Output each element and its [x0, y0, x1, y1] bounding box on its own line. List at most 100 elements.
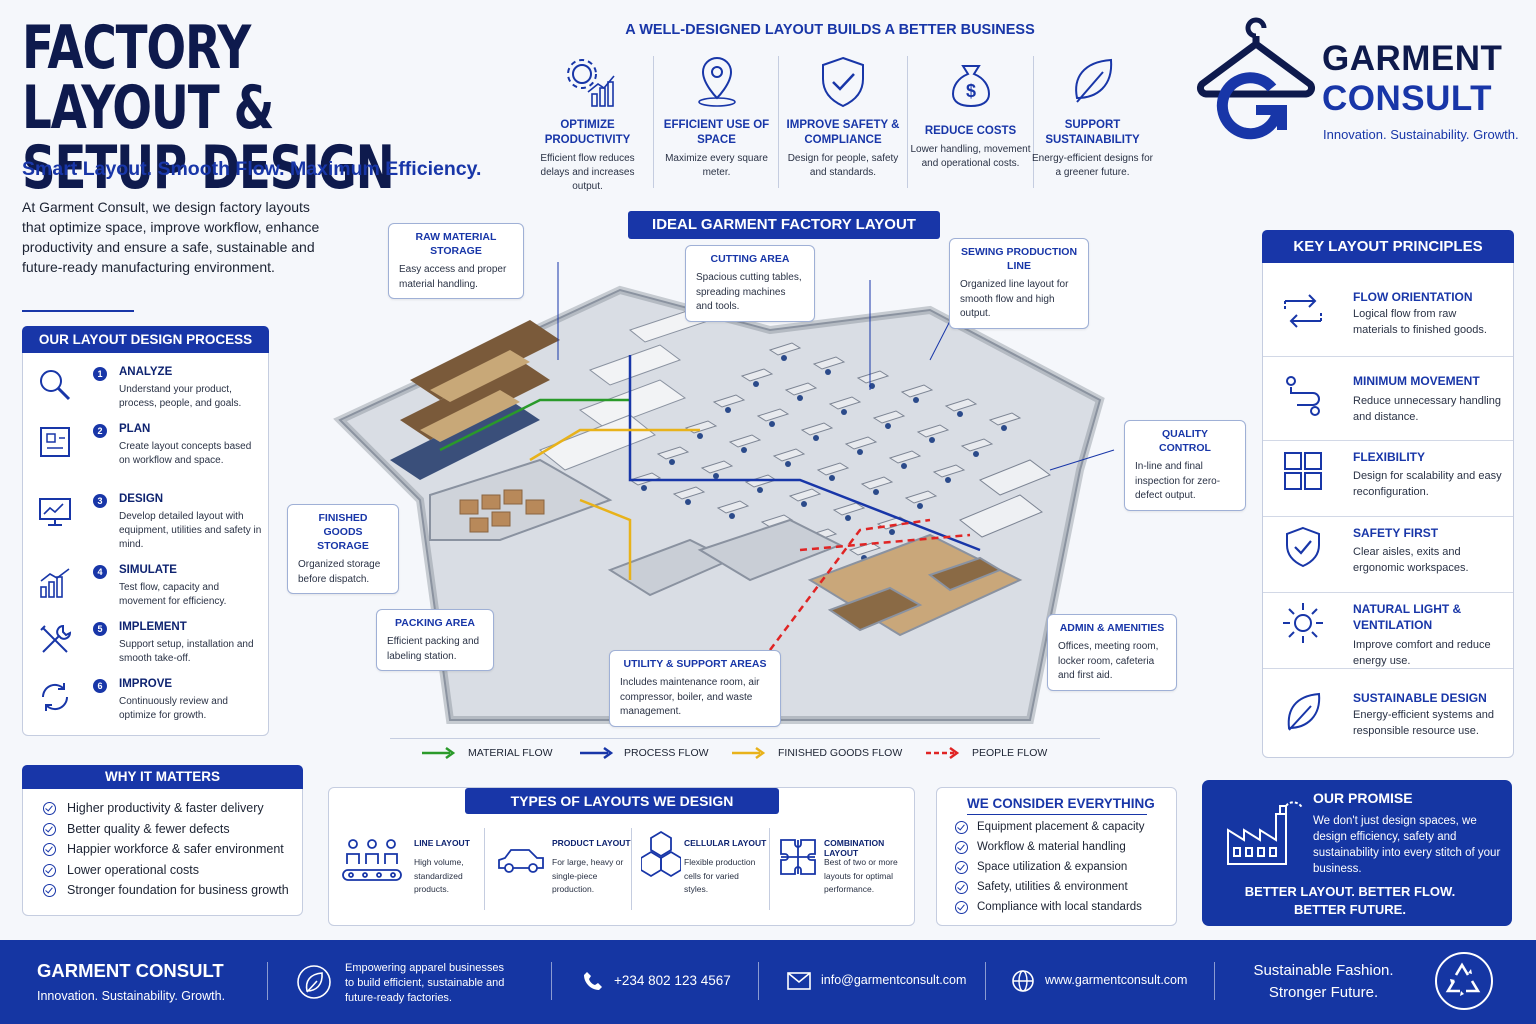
principle-title: NATURAL LIGHT & VENTILATION: [1353, 602, 1462, 632]
email-icon: [787, 972, 811, 990]
type-desc: Best of two or more layouts for optimal …: [824, 857, 898, 894]
sewing-operator: [825, 369, 831, 375]
sewing-operator: [781, 355, 787, 361]
callout-raw-material: RAW MATERIAL STORAGE Easy access and pro…: [388, 223, 524, 299]
sewing-operator: [785, 461, 791, 467]
step-title: SIMULATE: [119, 564, 177, 576]
leaf-icon: [1287, 692, 1321, 731]
type-title: PRODUCT LAYOUT: [552, 838, 631, 848]
why-item: Happier workforce & safer environment: [43, 842, 284, 856]
sewing-station: [716, 500, 750, 514]
principle-title: FLOW ORIENTATION: [1353, 290, 1473, 304]
callout-cutting: CUTTING AREA Spacious cutting tables, sp…: [685, 245, 815, 322]
sewing-operator: [845, 515, 851, 521]
sewing-operator: [973, 451, 979, 457]
brand-name-line2: CONSULT: [1322, 79, 1493, 118]
type-desc: Flexible production cells for varied sty…: [684, 857, 756, 894]
why-item: Stronger foundation for business growth: [43, 883, 289, 897]
step-desc: Continuously review and optimize for gro…: [119, 696, 228, 721]
material-flow-arrow-icon: [422, 746, 456, 760]
sewing-operator: [813, 435, 819, 441]
legend-label: PEOPLE FLOW: [972, 747, 1048, 759]
sewing-operator: [713, 473, 719, 479]
shield-check-icon: [1286, 526, 1320, 568]
principles-card: KEY LAYOUT PRINCIPLES FLOW ORIENTATION L…: [1262, 230, 1514, 758]
sewing-station: [904, 490, 938, 504]
sewing-station: [900, 384, 934, 398]
sewing-operator: [741, 447, 747, 453]
people-flow-arrow-icon: [926, 746, 960, 760]
footer-website[interactable]: www.garmentconsult.com: [1045, 973, 1188, 987]
type-desc: High volume, standardized products.: [414, 857, 464, 894]
footer-divider: [985, 962, 986, 1000]
sewing-station: [784, 382, 818, 396]
sewing-operator: [857, 449, 863, 455]
type-cellular-layout: CELLULAR LAYOUT Flexible production cell…: [641, 828, 771, 918]
callout-title: PACKING AREA: [395, 617, 475, 629]
sewing-operator: [957, 411, 963, 417]
footer-email[interactable]: info@garmentconsult.com: [821, 973, 967, 987]
callout-desc: Organized line layout for smooth flow an…: [960, 279, 1069, 319]
why-it-matters-card: WHY IT MATTERS Higher productivity & fas…: [22, 765, 303, 916]
step-desc: Understand your product, process, people…: [119, 384, 242, 409]
callout-title: UTILITY & SUPPORT AREAS: [623, 658, 767, 670]
consider-heading: WE CONSIDER EVERYTHING: [967, 796, 1155, 811]
step-desc: Develop detailed layout with equipment, …: [119, 511, 262, 550]
leaf-icon: [1074, 58, 1112, 103]
callout-sewing: SEWING PRODUCTION LINE Organized line la…: [949, 238, 1089, 329]
sewing-station: [856, 370, 890, 384]
sewing-station: [888, 450, 922, 464]
type-divider: [769, 828, 770, 910]
principle-flexibility: FLEXIBILITY Design for scalability and e…: [1263, 441, 1513, 517]
benefit-desc: Maximize every square meter.: [665, 153, 768, 178]
consider-item: Equipment placement & capacity: [955, 821, 1144, 834]
process-card: OUR LAYOUT DESIGN PROCESS 1 ANALYZE Unde…: [22, 326, 269, 736]
principle-flow-orientation: FLOW ORIENTATION Logical flow from raw m…: [1263, 281, 1513, 357]
principle-desc: Energy-efficient systems and responsible…: [1353, 709, 1495, 737]
callout-title: CUTTING AREA: [710, 253, 790, 265]
route-path-icon: [1286, 376, 1320, 416]
benefit-title: EFFICIENT USE OF SPACE: [663, 119, 770, 146]
recycle-icon: [1435, 952, 1493, 1010]
sewing-operator: [641, 485, 647, 491]
step-title: IMPLEMENT: [119, 621, 187, 633]
tools-icon: [40, 624, 72, 653]
type-line-layout: LINE LAYOUT High volume, standardized pr…: [341, 828, 481, 918]
principle-title: FLEXIBILITY: [1353, 450, 1425, 464]
consider-underline: [967, 814, 1147, 815]
footer-brand-name: GARMENT CONSULT: [37, 960, 224, 981]
principle-desc: Logical flow from raw materials to finis…: [1353, 308, 1487, 336]
principle-safety-first: SAFETY FIRST Clear aisles, exits and erg…: [1263, 517, 1513, 593]
benefit-safety-compliance: IMPROVE SAFETY & COMPLIANCE Design for p…: [779, 52, 907, 192]
sewing-station: [832, 502, 866, 516]
benefit-reduce-costs: $ REDUCE COSTS Lower handling, movement …: [908, 52, 1033, 192]
sewing-operator: [685, 499, 691, 505]
callout-title: SEWING PRODUCTION LINE: [960, 246, 1078, 272]
benefit-title: SUPPORT SUSTAINABILITY: [1045, 119, 1140, 146]
sewing-station: [788, 488, 822, 502]
sewing-station: [700, 460, 734, 474]
sewing-operator: [697, 433, 703, 439]
sewing-station: [932, 464, 966, 478]
footer-bar: GARMENT CONSULT Innovation. Sustainabili…: [0, 940, 1536, 1024]
callout-desc: In-line and final inspection for zero-de…: [1135, 461, 1221, 501]
benefit-title: REDUCE COSTS: [924, 125, 1017, 137]
footer-divider: [1214, 962, 1215, 1000]
brand-tagline: Innovation. Sustainability. Growth.: [1323, 127, 1519, 142]
admin-rooms: [807, 533, 1023, 637]
promise-footer: BETTER LAYOUT. BETTER FLOW. BETTER FUTUR…: [1202, 883, 1498, 919]
step-title: ANALYZE: [119, 366, 173, 378]
benefit-divider: [653, 56, 654, 188]
sewing-station: [860, 476, 894, 490]
page-title-line1: FACTORY LAYOUT &: [22, 13, 274, 143]
sewing-operator: [917, 503, 923, 509]
phone-icon: [584, 972, 602, 990]
footer-mission: Empowering apparel businesses to build e…: [345, 962, 505, 1004]
process-step-simulate: 4 SIMULATE Test flow, capacity and movem…: [23, 564, 268, 622]
bar-chart-icon: [40, 568, 70, 598]
footer-phone[interactable]: +234 802 123 4567: [614, 973, 731, 988]
sewing-station: [944, 398, 978, 412]
step-desc: Support setup, installation and smooth t…: [119, 639, 254, 664]
process-step-implement: 5 IMPLEMENT Support setup, installation …: [23, 621, 268, 679]
